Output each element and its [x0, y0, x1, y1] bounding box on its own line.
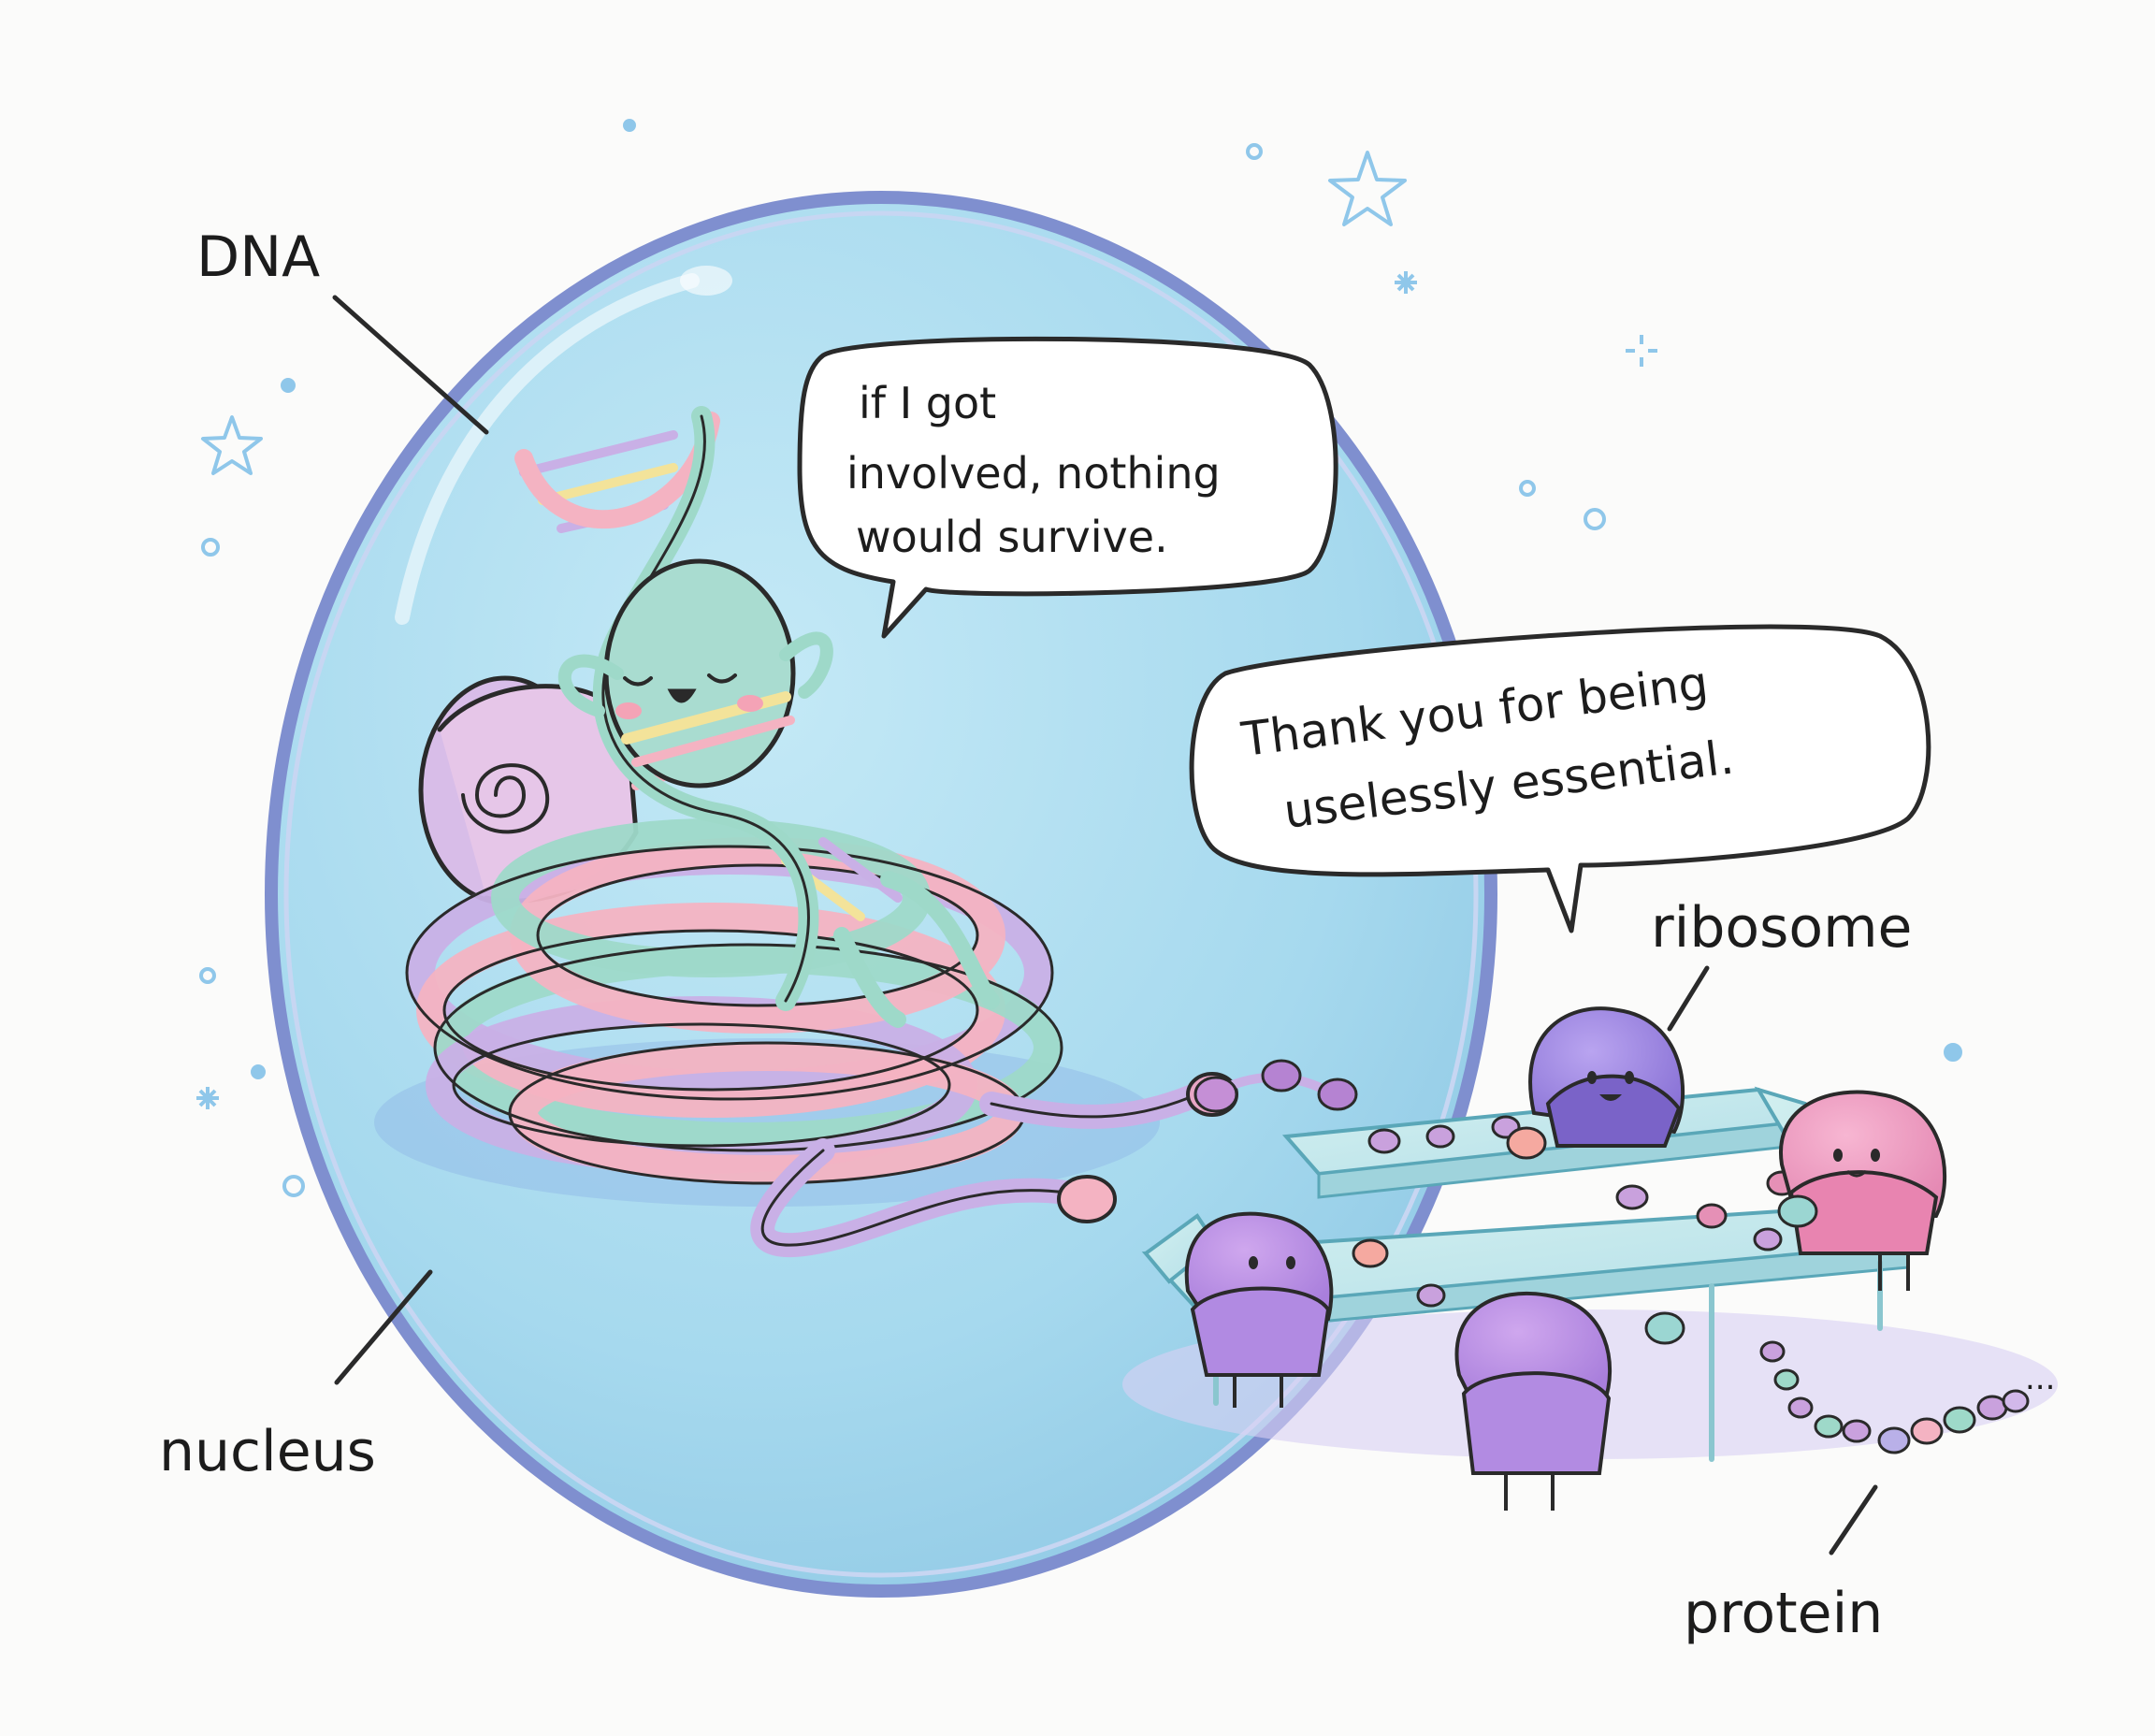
nucleus-label: nucleus	[159, 1419, 376, 1484]
label-pointers	[332, 295, 1878, 1555]
circle-dot-icon	[623, 119, 636, 132]
circle-dot-icon	[1246, 143, 1263, 160]
protein-chain	[1759, 1340, 2030, 1454]
circle-dot-icon	[199, 967, 216, 984]
dna-speech-line-1: if I got	[859, 378, 996, 428]
circle-dot-icon	[1519, 480, 1536, 497]
star-sparkle-icon	[1395, 271, 1417, 294]
star-sparkle-icon	[1626, 335, 1657, 367]
dna-tangle	[405, 675, 1238, 1258]
star-sparkle-icon	[201, 415, 263, 475]
dna-speech-line-2: involved, nothing	[846, 448, 1221, 499]
dna-character	[514, 406, 1000, 1028]
ribosome-worker-front	[1454, 1291, 1685, 1511]
ribosome-label: ribosome	[1651, 895, 1912, 961]
circle-dot-icon	[281, 378, 296, 393]
star-sparkle-icon	[1328, 151, 1407, 226]
ribosome-worker-left	[1184, 1211, 1389, 1408]
protein-chain-ellipsis: ...	[2025, 1360, 2055, 1397]
mrna-strand	[1193, 1059, 1358, 1113]
dna-label: DNA	[196, 224, 320, 290]
dna-speech-line-3: would survive.	[856, 512, 1168, 562]
circle-dot-icon	[1944, 1043, 1962, 1062]
ribosome-pointer-line	[1667, 965, 1710, 1032]
circle-dot-icon	[1584, 508, 1606, 530]
dna-pointer-line	[332, 295, 489, 435]
circle-dot-icon	[201, 538, 220, 557]
ribosome-speech-bubble: Thank you for being uselessly essential.	[1189, 624, 1931, 933]
circle-dot-icon	[282, 1175, 305, 1197]
ribosome-worker-top	[1506, 1006, 1685, 1160]
protein-pointer-line	[1829, 1484, 1878, 1555]
protein-label: protein	[1684, 1581, 1883, 1646]
nucleus-pointer-line	[334, 1269, 433, 1385]
star-sparkle-icon	[196, 1087, 219, 1109]
circle-dot-icon	[251, 1064, 266, 1079]
dna-speech-bubble: if I got involved, nothing would survive…	[797, 336, 1338, 639]
ribosome-worker-right	[1777, 1090, 1947, 1291]
